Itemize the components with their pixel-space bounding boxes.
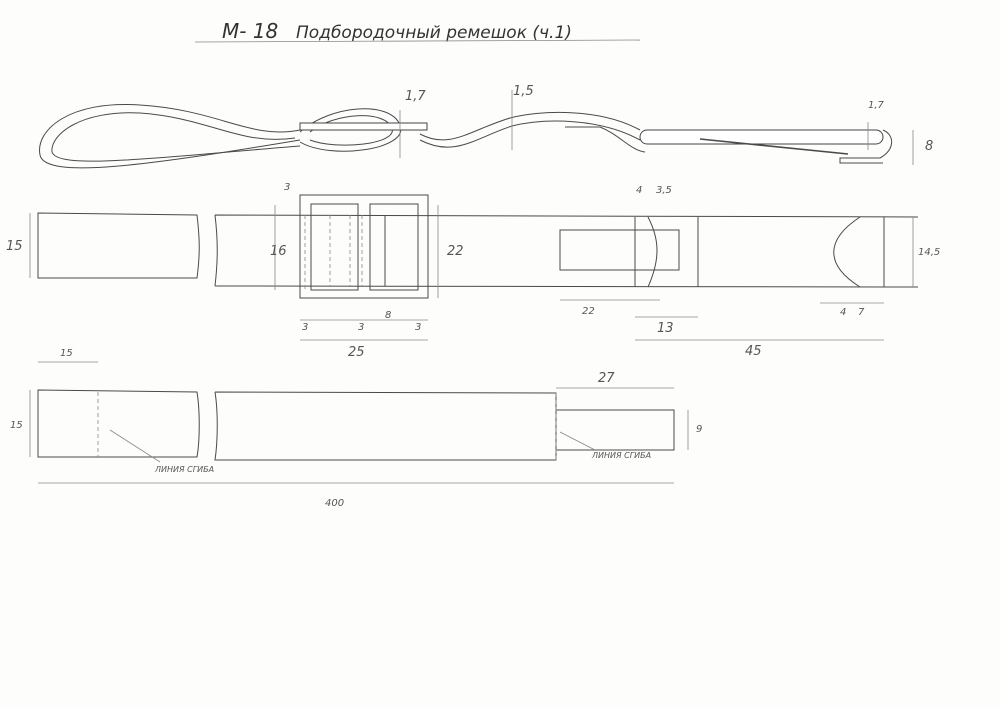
dim-loop-thickness: 1,7 bbox=[405, 89, 426, 104]
dim-buckle-frame-top: 3 bbox=[284, 182, 290, 193]
dim-gap: 8 bbox=[385, 310, 391, 321]
dim-pattern-tab-length: 27 bbox=[598, 371, 615, 386]
side-view: 1,7 1,5 1,7 8 bbox=[39, 84, 933, 169]
dim-buckle-height: 22 bbox=[447, 244, 464, 259]
tab-top bbox=[559, 229, 680, 271]
dim-keeper-a: 4 bbox=[636, 185, 642, 196]
top-view: 3 15 16 22 3 3 8 3 25 22 4 3,5 13 45 14,… bbox=[6, 182, 940, 360]
dim-keeper-width: 13 bbox=[657, 321, 674, 336]
drawing-title: Подбородочный ремешок (ч.1) bbox=[296, 23, 572, 43]
dim-buckle-width: 25 bbox=[348, 345, 365, 360]
dim-pattern-width: 15 bbox=[10, 420, 23, 431]
dim-end-section: 45 bbox=[745, 344, 762, 359]
fold-label-2: ЛИНИЯ СГИБА bbox=[591, 451, 651, 460]
buckle-frame bbox=[299, 194, 429, 299]
dim-strap-thickness: 1,5 bbox=[513, 84, 534, 99]
dim-pattern-tab-width: 9 bbox=[696, 424, 702, 435]
dim-end-b: 7 bbox=[858, 307, 865, 318]
dim-bar-b: 3 bbox=[358, 322, 364, 333]
dim-inner-height: 16 bbox=[270, 244, 287, 259]
pattern-view: 15 15 27 9 400 ЛИНИЯ СГИБА ЛИНИЯ СГИБА bbox=[10, 348, 702, 509]
hook-side bbox=[639, 129, 884, 145]
buckle-bar-side bbox=[299, 122, 428, 131]
dim-bar-c: 3 bbox=[415, 322, 421, 333]
dim-fold-offset: 15 bbox=[60, 348, 73, 359]
pattern-tab bbox=[555, 409, 675, 451]
dim-end-width: 14,5 bbox=[918, 247, 940, 258]
dim-keeper-b: 3,5 bbox=[656, 185, 672, 196]
title-underline bbox=[194, 39, 641, 43]
dim-bar-a: 3 bbox=[302, 322, 308, 333]
drawing-code: М- 18 bbox=[222, 19, 278, 43]
dim-tab-length: 22 bbox=[582, 306, 595, 317]
dim-strap-width: 15 bbox=[6, 239, 23, 254]
dim-hook-thickness: 1,7 bbox=[868, 100, 885, 111]
dim-end-a: 4 bbox=[840, 307, 846, 318]
dim-hook-height: 8 bbox=[925, 139, 933, 154]
fold-label-1: ЛИНИЯ СГИБА bbox=[154, 465, 214, 474]
dim-total-length: 400 bbox=[325, 498, 344, 509]
